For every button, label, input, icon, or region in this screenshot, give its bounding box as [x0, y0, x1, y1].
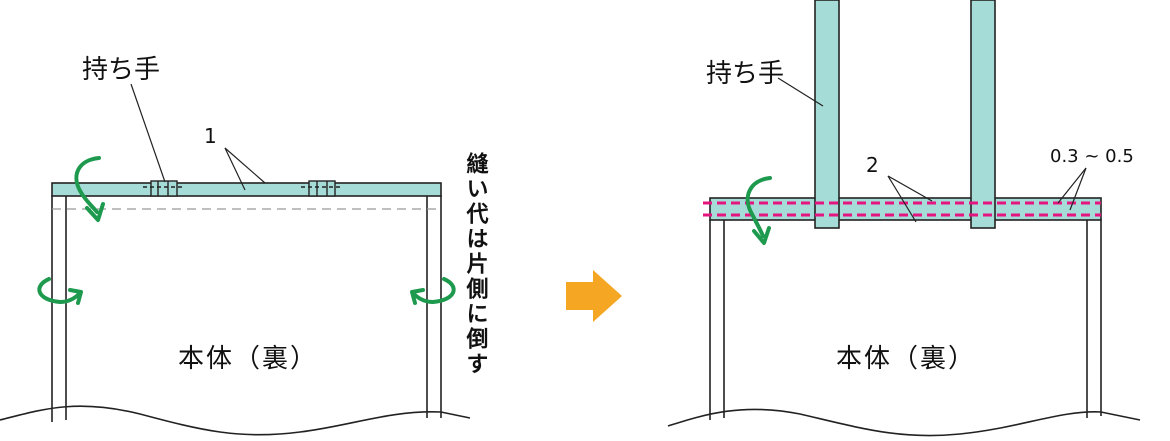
- right-panel: 持ち手 2 0.3 ~ 0.5 本体（裏）: [667, 0, 1141, 437]
- right-leader-lines: [777, 77, 1087, 223]
- curved-green-arrow-icon: [410, 277, 456, 305]
- curved-green-arrow-icon: [74, 156, 105, 222]
- left-handle-label: 持ち手: [82, 55, 160, 85]
- left-panel: 持ち手 1 本体（裏） 縫い代は片側に倒す: [0, 55, 490, 436]
- orange-right-arrow-icon: [566, 270, 622, 322]
- curved-green-arrow-icon: [745, 176, 772, 245]
- right-callout-number: 2: [866, 153, 879, 177]
- right-bag-body: [667, 219, 1141, 437]
- right-top-band: [709, 197, 1102, 221]
- left-bag-body: [0, 195, 471, 436]
- right-handle-right: [970, 0, 996, 229]
- right-handle-left: [814, 0, 840, 229]
- right-body-label: 本体（裏）: [836, 344, 976, 374]
- left-leader-lines: [130, 83, 266, 191]
- left-top-handle-strip: [51, 182, 442, 197]
- stitch-lines: [703, 201, 1101, 217]
- right-handle-label: 持ち手: [706, 59, 784, 89]
- left-tack-marks: [143, 180, 343, 197]
- curved-green-arrow-icon: [37, 277, 83, 305]
- left-body-label: 本体（裏）: [178, 344, 318, 374]
- measurement-label: 0.3 ~ 0.5: [1050, 146, 1134, 167]
- vertical-note: 縫い代は片側に倒す: [463, 151, 490, 377]
- left-callout-number: 1: [204, 124, 217, 148]
